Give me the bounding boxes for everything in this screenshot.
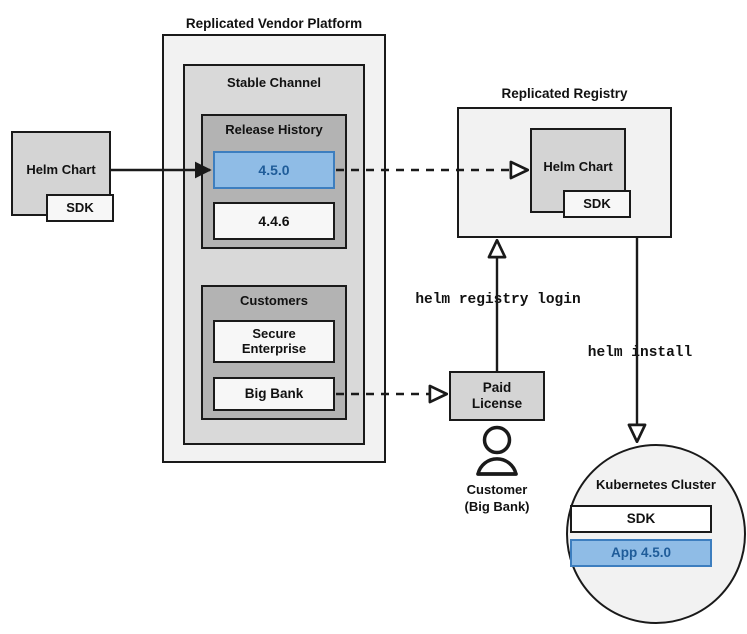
release-version-4-4-6-label: 4.4.6: [258, 212, 290, 229]
customer-secure-enterprise[interactable]: Secure Enterprise: [213, 320, 335, 363]
registry-helm-chart-label: Helm Chart: [543, 159, 613, 174]
source-helm-chart-label: Helm Chart: [26, 162, 96, 177]
customer-secure-enterprise-label-line1: Secure: [252, 325, 296, 341]
helm-install-command: helm install: [587, 345, 693, 361]
cluster-app-label: App 4.5.0: [610, 545, 672, 561]
paid-license-box[interactable]: Paid License: [449, 371, 545, 421]
customer-actor-label-line1: Customer: [466, 482, 528, 497]
cluster-sdk[interactable]: SDK: [570, 505, 712, 533]
customer-actor-label-line2: (Big Bank): [464, 499, 530, 514]
cluster-app[interactable]: App 4.5.0: [570, 539, 712, 567]
replicated-registry-title: Replicated Registry: [501, 86, 628, 101]
vendor-platform-title: Replicated Vendor Platform: [185, 16, 363, 31]
customer-big-bank[interactable]: Big Bank: [213, 377, 335, 411]
release-version-4-5-0-label: 4.5.0: [258, 161, 290, 178]
release-version-4-5-0[interactable]: 4.5.0: [213, 151, 335, 189]
helm-registry-login-command: helm registry login: [415, 292, 581, 308]
kubernetes-cluster-title: Kubernetes Cluster: [596, 477, 716, 492]
kubernetes-cluster-container: [566, 444, 746, 624]
paid-license-label-line1: Paid: [482, 380, 512, 396]
stable-channel-title: Stable Channel: [227, 75, 321, 90]
customer-big-bank-label: Big Bank: [244, 386, 304, 402]
customer-secure-enterprise-label-line2: Enterprise: [241, 340, 307, 356]
source-sdk-label: SDK: [66, 199, 94, 215]
registry-sdk[interactable]: SDK: [563, 190, 631, 218]
source-sdk[interactable]: SDK: [46, 194, 114, 222]
registry-sdk-label: SDK: [583, 195, 611, 211]
release-version-4-4-6[interactable]: 4.4.6: [213, 202, 335, 240]
customers-title: Customers: [240, 293, 308, 308]
release-history-title: Release History: [225, 122, 323, 137]
paid-license-label-line2: License: [471, 396, 523, 411]
cluster-sdk-label: SDK: [626, 511, 656, 527]
